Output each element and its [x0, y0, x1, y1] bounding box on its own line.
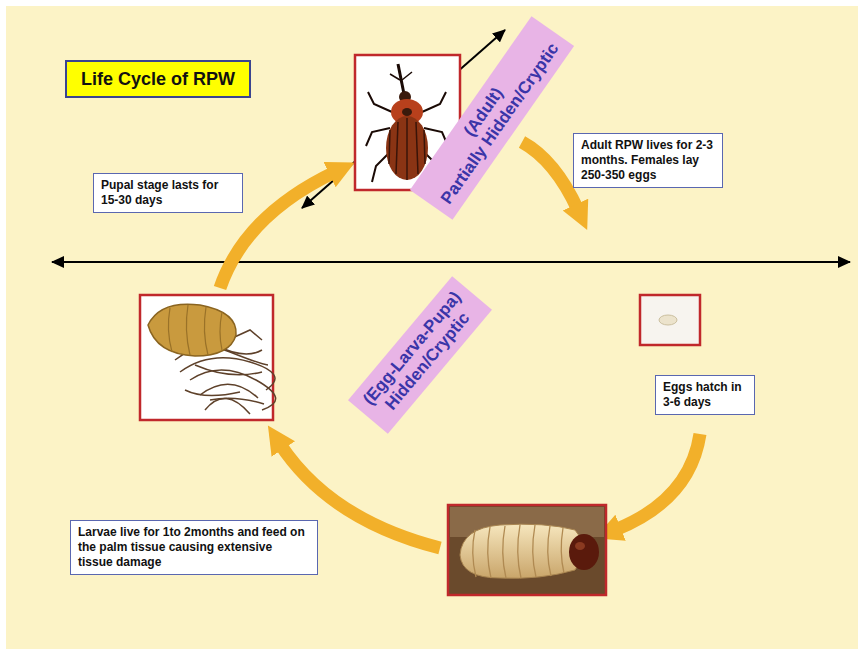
divider-arrow [52, 261, 850, 263]
note-box: Eggs hatch in 3-6 days [655, 375, 755, 415]
title-box: Life Cycle of RPW [65, 60, 251, 98]
title-text: Life Cycle of RPW [81, 69, 235, 89]
note-text: Larvae live for 1to 2months and feed on … [78, 525, 310, 570]
pupa-photo [140, 295, 276, 420]
note-text: Pupal stage lasts for 15-30 days [101, 178, 235, 208]
note-box: Larvae live for 1to 2months and feed on … [70, 520, 318, 575]
note-box: Adult RPW lives for 2-3 months. Females … [573, 133, 723, 188]
background-panel [6, 6, 858, 649]
cycle-arrow [615, 434, 700, 530]
note-box: Pupal stage lasts for 15-30 days [93, 173, 243, 213]
note-text: Adult RPW lives for 2-3 months. Females … [581, 138, 715, 183]
egg-photo [640, 295, 700, 345]
note-text: Eggs hatch in 3-6 days [663, 380, 747, 410]
cycle-arrow [522, 142, 578, 210]
larva-photo [448, 505, 606, 595]
